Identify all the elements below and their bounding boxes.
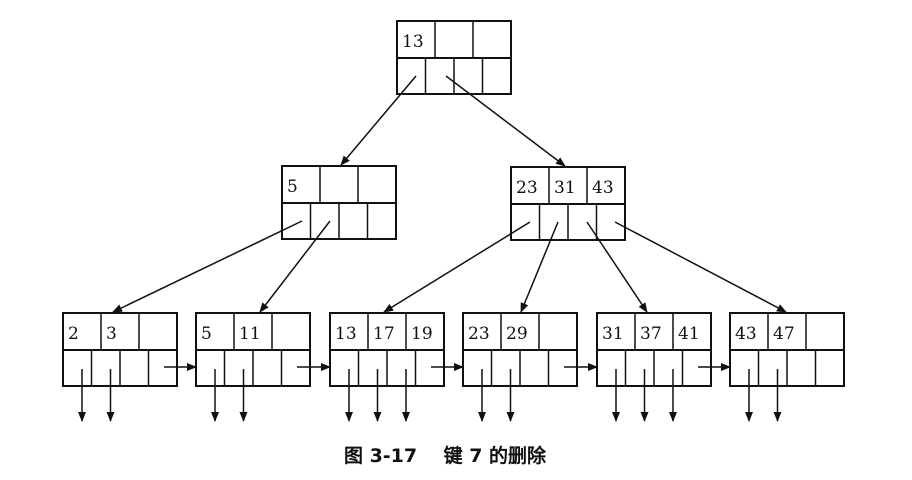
- node-key: 3: [106, 324, 117, 344]
- node-key: 37: [640, 324, 662, 344]
- node-key: 23: [468, 324, 490, 344]
- child-pointer-arrow: [614, 221, 787, 313]
- child-pointer-arrow: [520, 221, 559, 313]
- figure-caption: 图 3-17 键 7 的删除: [344, 444, 547, 467]
- child-pointer-arrow: [112, 220, 303, 313]
- node-key: 31: [602, 324, 624, 344]
- node-key: 31: [554, 178, 576, 198]
- internal-node: 5: [281, 165, 397, 240]
- leaf-node: 5 11: [195, 312, 311, 387]
- node-key: 43: [592, 178, 614, 198]
- leaf-node: 31 37 41: [596, 312, 712, 387]
- node-key: 13: [402, 32, 424, 52]
- leaf-node: 23 29: [462, 312, 578, 387]
- node-key: 11: [239, 324, 261, 344]
- child-pointer-arrow: [586, 221, 648, 313]
- child-pointer-arrow: [340, 75, 417, 166]
- node-key: 41: [678, 324, 700, 344]
- node-key: 29: [506, 324, 528, 344]
- child-pointer-arrow: [383, 221, 531, 313]
- internal-node: 23 31 43: [510, 166, 626, 241]
- node-key: 19: [411, 324, 433, 344]
- child-pointer-arrow: [445, 75, 566, 167]
- node-key: 5: [201, 324, 212, 344]
- node-key: 13: [335, 324, 357, 344]
- leaf-node: 13 17 19: [329, 312, 445, 387]
- node-key: 43: [735, 324, 757, 344]
- node-key: 2: [68, 324, 79, 344]
- node-key: 17: [373, 324, 395, 344]
- node-key: 47: [773, 324, 795, 344]
- root-node: 13: [396, 20, 512, 95]
- child-pointer-arrow: [259, 220, 331, 313]
- leaf-node: 43 47: [729, 312, 845, 387]
- node-key: 5: [287, 177, 298, 197]
- node-key: 23: [516, 178, 538, 198]
